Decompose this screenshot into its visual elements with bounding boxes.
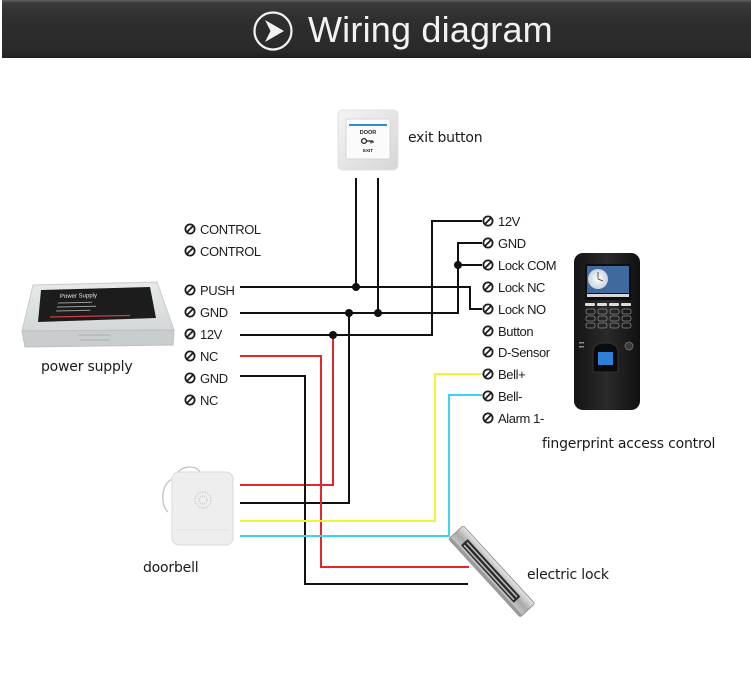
- screw-terminal-icon: [482, 215, 494, 227]
- terminal-label: 12V: [200, 326, 222, 342]
- terminal-control-1: CONTROL: [184, 221, 261, 237]
- electric-lock-label: electric lock: [527, 567, 609, 583]
- junction-dot: [329, 331, 337, 339]
- wire: [240, 242, 482, 314]
- terminal-label: Lock COM: [498, 257, 557, 273]
- indicator-strip: [349, 124, 387, 126]
- screw-terminal-icon: [184, 394, 196, 406]
- terminal-label: GND: [200, 370, 228, 386]
- terminal-label: GND: [200, 304, 228, 320]
- fingerprint-label: fingerprint access control: [542, 436, 716, 452]
- terminal-12v: 12V: [184, 326, 222, 342]
- terminal-bell-minus: Bell-: [482, 388, 522, 404]
- terminal-label: CONTROL: [200, 221, 261, 237]
- terminal-label: PUSH: [200, 282, 235, 298]
- terminal-bell-plus: Bell+: [482, 366, 526, 382]
- wire: [240, 220, 482, 336]
- wire: [240, 313, 350, 504]
- key-icon: [360, 137, 374, 145]
- exit-button-device: DOOR EXIT: [337, 109, 399, 171]
- terminal-d-sensor: D-Sensor: [482, 344, 550, 360]
- terminal-label: NC: [200, 392, 218, 408]
- terminal-button: Button: [482, 323, 534, 339]
- terminal-label: Lock NC: [498, 279, 546, 295]
- terminal-push: PUSH: [184, 282, 235, 298]
- terminal-lock-com: Lock COM: [482, 257, 557, 273]
- screw-terminal-icon: [482, 368, 494, 380]
- terminal-lock-nc: Lock NC: [482, 279, 545, 295]
- screw-terminal-icon: [184, 284, 196, 296]
- screw-terminal-icon: [482, 303, 494, 315]
- terminal-control-2: CONTROL: [184, 243, 261, 259]
- power-supply-label: power supply: [41, 359, 133, 375]
- wire: [240, 355, 469, 568]
- terminal-label: 12V: [498, 213, 520, 229]
- keypad: [585, 303, 631, 306]
- terminal-label: D-Sensor: [498, 344, 550, 360]
- terminal-gnd-1: GND: [184, 304, 228, 320]
- power-supply-device: Power Supply: [21, 281, 175, 348]
- terminal-12v: 12V: [482, 213, 520, 229]
- terminal-label: CONTROL: [200, 243, 261, 259]
- plate-title: Power Supply: [60, 293, 97, 300]
- terminal-label: Lock NO: [498, 301, 546, 317]
- fingerprint-device: [574, 253, 640, 410]
- terminal-label: Bell-: [498, 388, 523, 404]
- wire: [240, 335, 334, 486]
- wire: [240, 373, 482, 522]
- terminal-nc-1: NC: [184, 348, 218, 364]
- electric-lock-device: [448, 525, 535, 618]
- wire: [240, 286, 482, 310]
- junction-dot: [345, 309, 353, 317]
- doorbell-label: doorbell: [143, 560, 199, 576]
- screw-terminal-icon: [184, 350, 196, 362]
- doorbell-device: [162, 466, 234, 546]
- terminal-lock-no: Lock NO: [482, 301, 546, 317]
- screw-terminal-icon: [482, 325, 494, 337]
- wire: [240, 375, 468, 585]
- chevron-right-circle-icon: [253, 11, 293, 51]
- terminal-alarm-1-minus: Alarm 1-: [482, 410, 544, 426]
- screw-terminal-icon: [482, 259, 494, 271]
- junction-dot: [352, 283, 360, 291]
- screw-terminal-icon: [184, 372, 196, 384]
- terminal-gnd: GND: [482, 235, 526, 251]
- power-supply-label-plate: [38, 287, 156, 322]
- terminal-label: NC: [200, 348, 218, 364]
- screw-terminal-icon: [482, 412, 494, 424]
- terminal-label: Button: [498, 323, 534, 339]
- terminal-label: Bell+: [498, 366, 526, 382]
- screw-terminal-icon: [482, 281, 494, 293]
- terminal-gnd-2: GND: [184, 370, 228, 386]
- screw-terminal-icon: [482, 390, 494, 402]
- terminal-nc-2: NC: [184, 392, 218, 408]
- screw-terminal-icon: [184, 328, 196, 340]
- fingerprint-sensor: [598, 352, 613, 365]
- screw-terminal-icon: [482, 346, 494, 358]
- face-top-text: DOOR: [360, 130, 377, 136]
- junction-dot: [454, 261, 462, 269]
- screw-terminal-icon: [184, 306, 196, 318]
- wire: [240, 394, 482, 537]
- junction-dot: [374, 309, 382, 317]
- screw-terminal-icon: [184, 245, 196, 257]
- face-bottom-text: EXIT: [363, 148, 373, 153]
- page-title: Wiring diagram: [308, 9, 553, 50]
- header-bar: Wiring diagram: [2, 0, 751, 58]
- exit-button-label: exit button: [408, 130, 483, 146]
- screw-terminal-icon: [184, 223, 196, 235]
- screw-terminal-icon: [482, 237, 494, 249]
- terminal-label: Alarm 1-: [498, 410, 544, 426]
- terminal-label: GND: [498, 235, 526, 251]
